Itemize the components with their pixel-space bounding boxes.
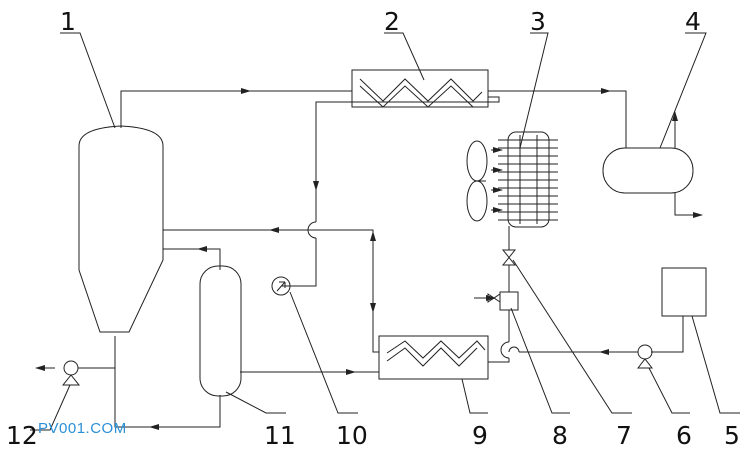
control-valve [487, 291, 519, 311]
label-4: 4 [685, 7, 701, 36]
label-3: 3 [530, 7, 546, 36]
label-5: 5 [724, 421, 740, 450]
separator-vessel [602, 147, 694, 194]
label-9: 9 [472, 421, 488, 450]
watermark: PV001.COM [38, 420, 127, 437]
pipe-tower-top-to-exchanger-2 [120, 90, 352, 128]
label-6: 6 [676, 421, 692, 450]
receiver-tank [661, 267, 707, 317]
label-10: 10 [336, 421, 368, 450]
cooling-fan [466, 140, 488, 222]
leader-lines [30, 32, 740, 431]
label-2: 2 [384, 7, 400, 36]
label-11: 11 [264, 421, 296, 450]
label-7: 7 [616, 421, 632, 450]
pipes [35, 88, 703, 430]
heat-exchanger-9 [378, 335, 489, 380]
equipment-labels: 1 2 3 4 5 6 7 8 9 10 11 12 [6, 7, 740, 450]
pump-12 [61, 360, 81, 386]
compressor [271, 276, 291, 296]
label-1: 1 [60, 7, 76, 36]
pipe-exchanger-2-to-separator-4 [488, 90, 627, 148]
label-8: 8 [552, 421, 568, 450]
air-cooled-condenser [491, 131, 558, 228]
heat-exchanger-2 [351, 69, 489, 108]
reactor-tower [78, 125, 164, 333]
pipe-tank-11-bottom [114, 336, 221, 428]
pipe-tower-side [163, 229, 379, 353]
pipe-tower-to-tank-11 [163, 248, 221, 270]
pump-6 [636, 344, 654, 369]
expansion-valve [501, 249, 517, 266]
label-12: 12 [6, 421, 38, 450]
flash-tank [199, 265, 242, 397]
pipe-separator-4-bottom [674, 193, 700, 216]
pipe-exchanger-2-loop [315, 96, 500, 222]
